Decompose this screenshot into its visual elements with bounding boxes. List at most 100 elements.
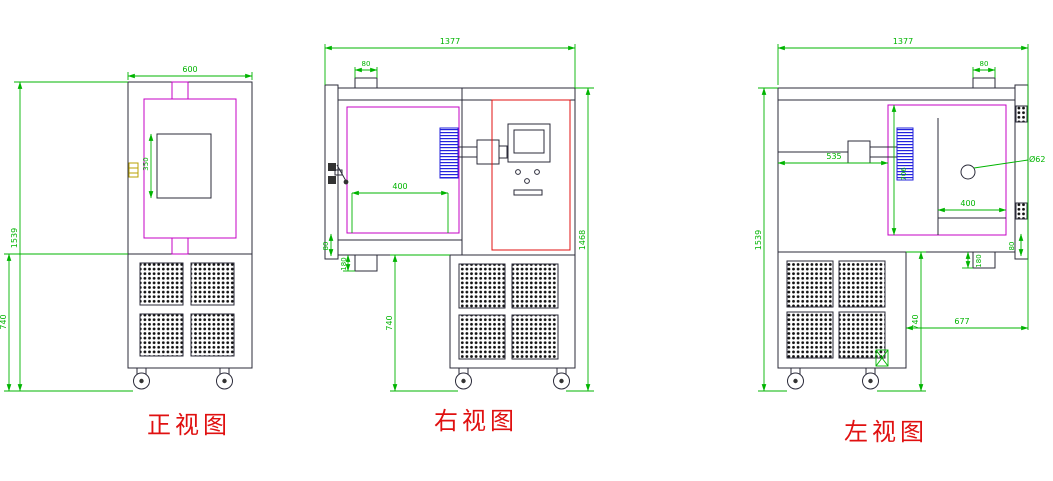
dim-right-total-width: 1377 — [324, 37, 576, 88]
right-view: 1377 80 80 180 400 1468 — [322, 37, 594, 435]
drain-cross — [875, 349, 889, 367]
vent-grille — [139, 262, 184, 306]
hinge-block — [1015, 202, 1028, 220]
dim-right-inner-width: 400 — [351, 182, 449, 233]
right-lower-cabinet — [449, 254, 576, 390]
vent-grille — [786, 311, 834, 359]
dim-port-diameter: Ø62 — [973, 154, 1045, 169]
dim-right-duct-top-value: 80 — [362, 60, 371, 68]
dim-shaft-offset: 535 — [777, 152, 889, 166]
dim-left-inner-width-value: 400 — [960, 199, 975, 208]
panel-button — [534, 169, 540, 175]
bottom-latch — [171, 237, 189, 255]
evaporator-coil — [439, 127, 459, 179]
panel-button — [515, 169, 521, 175]
drain-box — [875, 349, 889, 367]
top-duct — [354, 77, 378, 89]
control-panel-frame — [491, 99, 571, 251]
dim-inner-height: 706 — [891, 104, 908, 236]
vent-grille — [838, 260, 886, 308]
wheel-hub — [559, 378, 564, 384]
dim-front-lower-height: 740 — [0, 253, 128, 392]
motor-mount — [498, 145, 508, 159]
right-chamber — [324, 77, 576, 272]
cable-port — [960, 164, 976, 180]
dim-base-width-value: 677 — [954, 317, 969, 326]
dim-right-duct-top: 80 — [354, 60, 378, 78]
vent-grille — [511, 314, 559, 360]
caster-wheel — [133, 367, 150, 390]
vent-grille — [139, 313, 184, 357]
dim-window-height: 350 — [142, 133, 154, 199]
dim-base-width: 677 — [905, 317, 1029, 331]
vent-grille — [786, 260, 834, 308]
dim-front-lower-height-value: 740 — [0, 314, 8, 329]
fan-motor — [476, 139, 500, 165]
dim-right-total-width-value: 1377 — [440, 37, 460, 46]
dim-right-total-height-value: 1468 — [578, 230, 587, 250]
wheel-hub — [793, 378, 798, 384]
vent-grille — [190, 313, 235, 357]
caster-wheel — [455, 367, 472, 390]
vent-grille — [511, 263, 559, 309]
chamber-liner — [346, 106, 460, 234]
door-hinge-detail — [128, 162, 139, 178]
dim-left-door-edge-value: 80 — [1008, 242, 1016, 251]
dim-front-width-value: 600 — [182, 65, 197, 74]
dim-right-total-height: 1468 — [566, 87, 594, 392]
front-view: 600 1539 740 350 正视图 — [0, 65, 253, 439]
dim-right-lower-height-value: 740 — [385, 315, 394, 330]
machinery-cabinet — [777, 251, 907, 369]
hinge-block — [328, 176, 336, 184]
door-edge-strip — [324, 84, 339, 260]
controller-housing — [507, 123, 551, 163]
handle-knob — [343, 179, 349, 185]
dim-left-door-edge: 80 — [1008, 233, 1024, 257]
dim-right-lower-height: 740 — [385, 254, 458, 392]
left-chamber — [777, 77, 1029, 269]
caster-wheel — [216, 367, 233, 390]
wheel-hub — [461, 378, 466, 384]
vent-grille — [190, 262, 235, 306]
dim-port-diameter-value: Ø62 — [1029, 154, 1045, 164]
front-cabinet — [127, 81, 253, 369]
dim-shaft-offset-value: 535 — [826, 152, 841, 161]
dim-front-total-height: 1539 — [4, 81, 133, 392]
left-lower-cabinet — [777, 251, 907, 390]
leader-line — [973, 159, 1029, 169]
dim-left-total-width: 1377 — [777, 37, 1029, 330]
dim-right-inner-width-value: 400 — [392, 182, 407, 191]
dim-left-total-height-value: 1539 — [754, 230, 763, 250]
bottom-duct — [354, 254, 378, 272]
dim-left-total-width-value: 1377 — [893, 37, 913, 46]
hinge-block — [328, 163, 336, 171]
lower-cabinet-body — [127, 253, 253, 369]
caster-wheel — [787, 367, 804, 390]
panel-button — [524, 178, 530, 184]
dim-right-door-edge: 80 — [322, 233, 334, 257]
dim-left-total-height: 1539 — [754, 87, 787, 392]
wheel-hub — [868, 378, 873, 384]
top-latch — [171, 81, 189, 100]
dim-left-lower-height-value: 740 — [911, 314, 920, 329]
viewing-window — [156, 133, 212, 199]
dim-left-lower-height: 740 — [877, 251, 926, 392]
lock-plate — [334, 169, 343, 176]
dim-left-duct-bottom-value: 180 — [975, 254, 983, 267]
drain-valve — [875, 349, 889, 367]
dim-inner-height-value: 706 — [900, 167, 908, 181]
door-seal-frame — [143, 98, 237, 239]
control-panel — [491, 99, 571, 251]
vent-grille — [458, 263, 506, 309]
vent-grille — [458, 314, 506, 360]
dim-right-duct-bottom-value: 180 — [340, 257, 348, 270]
dim-window-height-value: 350 — [142, 157, 150, 170]
caster-wheel — [862, 367, 879, 390]
left-view: 1377 80 535 706 Ø62 400 80 — [754, 37, 1045, 446]
left-view-label: 左视图 — [844, 419, 928, 446]
door-lock-detail — [328, 163, 349, 185]
wheel-hub — [222, 378, 227, 384]
hinge-plate — [128, 162, 139, 178]
fan-shaft — [458, 139, 508, 165]
